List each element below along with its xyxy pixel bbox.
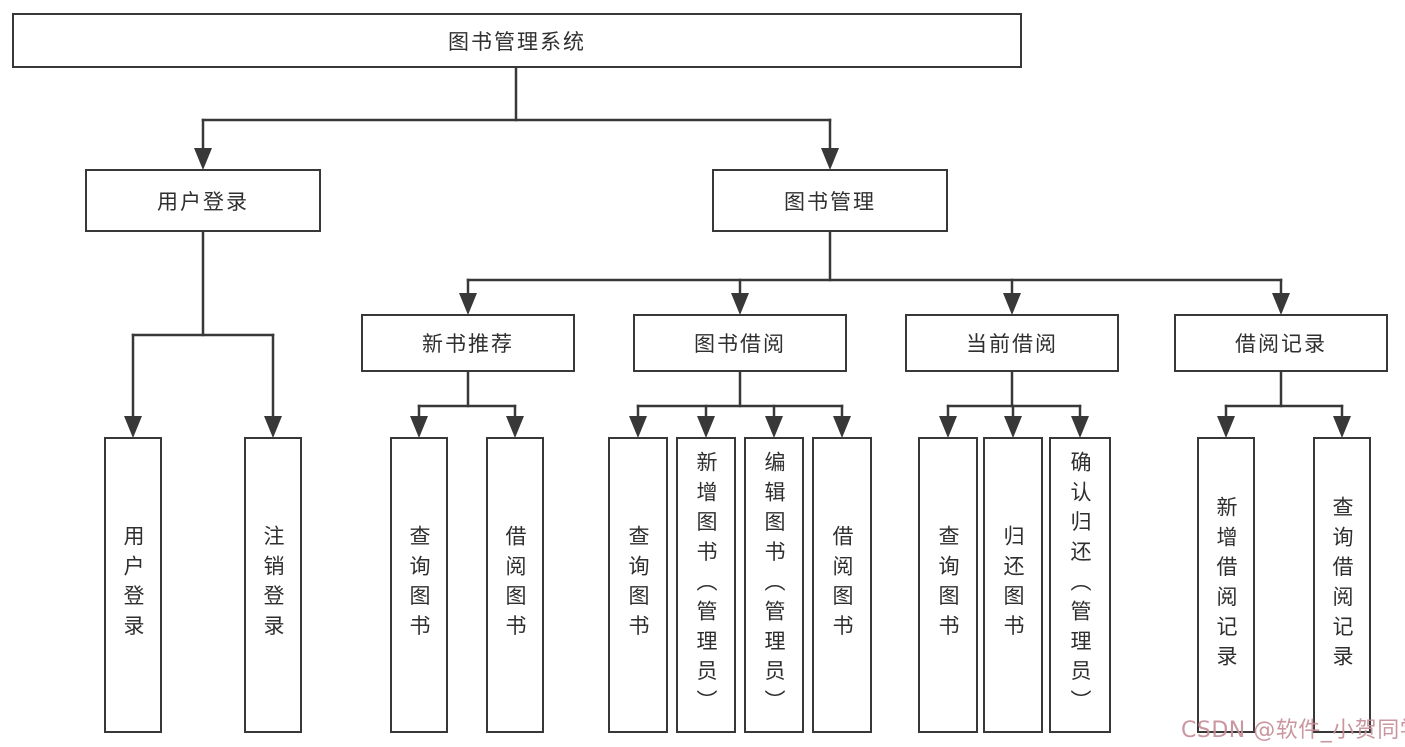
leaf-borrow-query-books: 查询图书 [608,437,668,733]
leaf-newbook-borrow-books: 借阅图书 [486,437,544,733]
node-library-management-system: 图书管理系统 [12,13,1022,68]
node-user-login: 用户登录 [85,169,321,232]
node-book-management: 图书管理 [712,169,948,232]
node-borrow-records: 借阅记录 [1174,314,1388,372]
node-current-borrow: 当前借阅 [905,314,1119,372]
leaf-borrow-borrow-books: 借阅图书 [812,437,872,733]
node-new-book-recommend: 新书推荐 [361,314,575,372]
leaf-records-add-borrow-record: 新增借阅记录 [1197,437,1255,733]
leaf-current-query-books: 查询图书 [918,437,978,733]
csdn-watermark: CSDN @软件_小贺同学 [1181,718,1405,743]
leaf-borrow-edit-books-admin: 编辑图书（管理员） [744,437,804,733]
node-book-borrow: 图书借阅 [633,314,847,372]
leaf-user-login: 用户登录 [104,437,162,733]
leaf-records-query-borrow-record: 查询借阅记录 [1313,437,1371,733]
leaf-borrow-add-books-admin: 新增图书（管理员） [676,437,736,733]
leaf-newbook-query-books: 查询图书 [390,437,448,733]
leaf-logout: 注销登录 [244,437,302,733]
leaf-current-confirm-return-admin: 确认归还（管理员） [1049,437,1111,733]
leaf-current-return-books: 归还图书 [983,437,1043,733]
